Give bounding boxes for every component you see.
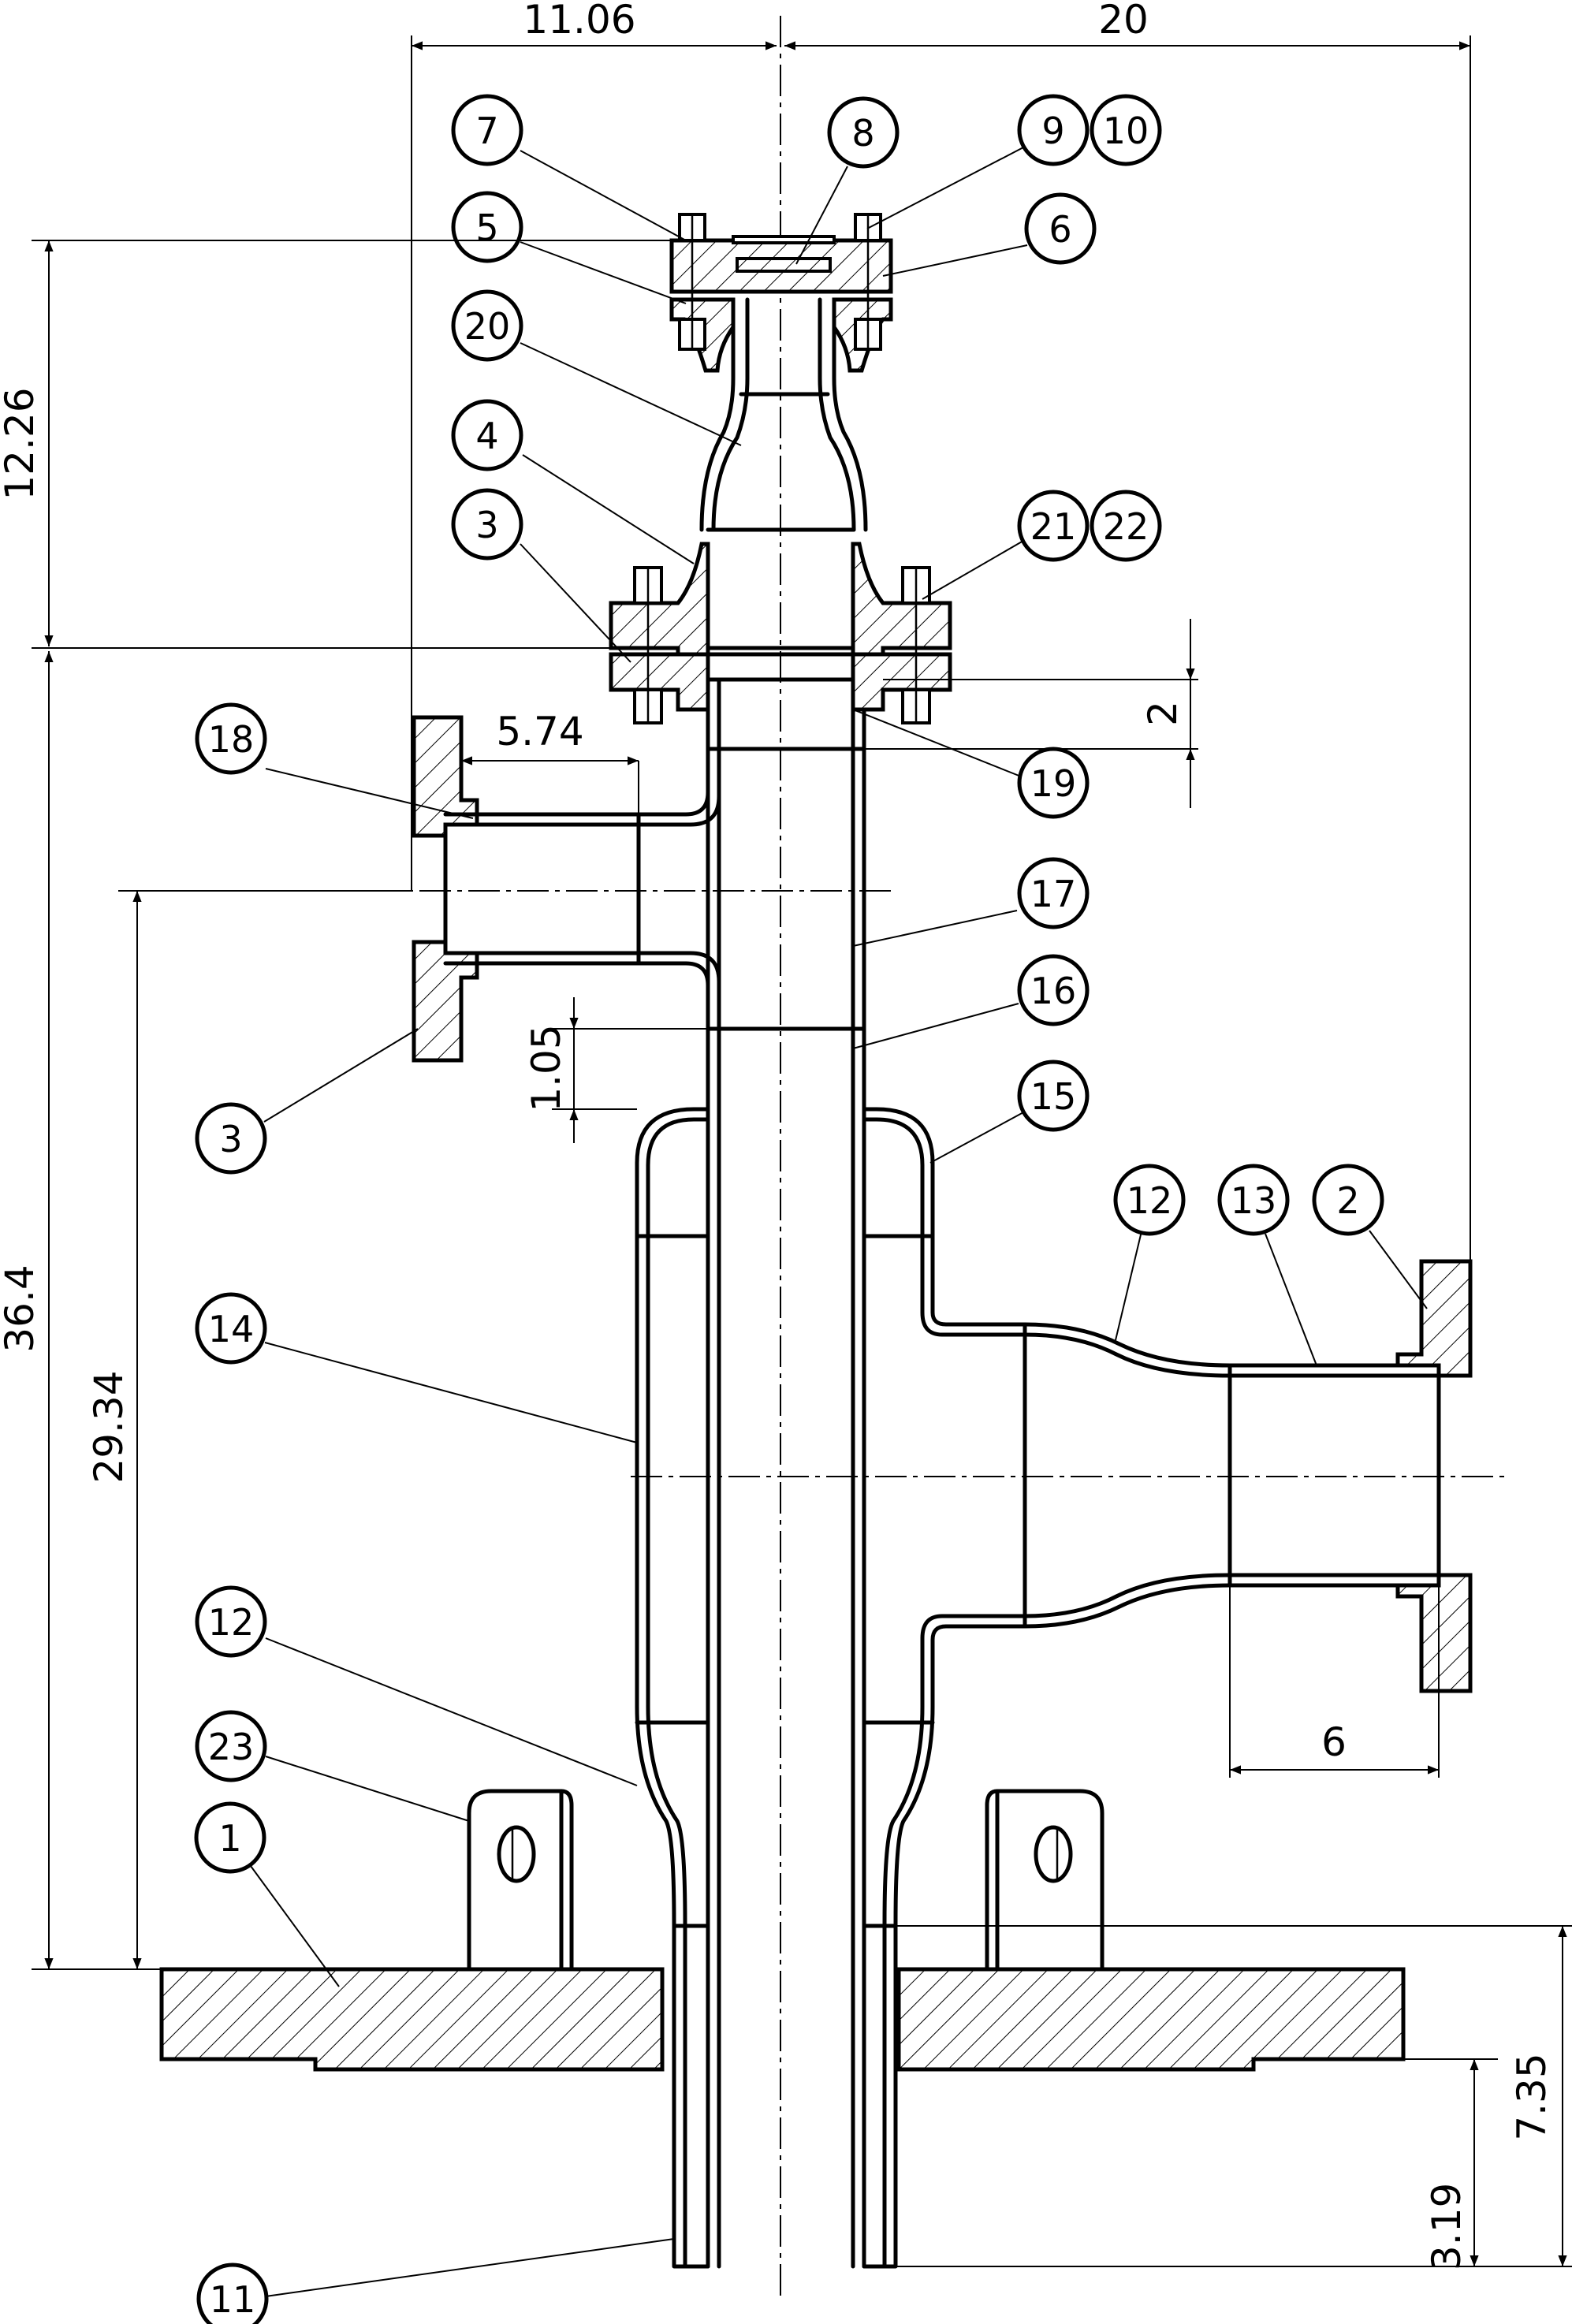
svg-text:2: 2 [1336, 1179, 1359, 1222]
svg-text:14: 14 [208, 1308, 255, 1350]
balloon: 6 [1024, 192, 1097, 265]
lifting-lug-right [985, 1789, 1104, 1972]
svg-text:19: 19 [1030, 762, 1077, 805]
base-plate [159, 1967, 1406, 2072]
balloon: 19 [1017, 747, 1090, 819]
balloon: 16 [1017, 954, 1090, 1026]
balloon: 14 [195, 1292, 267, 1365]
balloon: 12 [195, 1585, 267, 1658]
svg-text:11: 11 [210, 2278, 256, 2321]
dim-upper-height: 12.26 [0, 387, 43, 500]
balloon: 2 [1312, 1164, 1384, 1236]
svg-text:5: 5 [475, 207, 498, 249]
balloon: 15 [1017, 1060, 1090, 1132]
svg-text:8: 8 [851, 112, 874, 155]
balloon: 12 [1113, 1164, 1186, 1236]
balloon: 18 [195, 702, 267, 775]
balloon: 1 [194, 1801, 266, 1874]
svg-text:23: 23 [208, 1726, 255, 1768]
balloon: 20 [451, 289, 523, 362]
balloon: 21 [1017, 490, 1090, 562]
svg-text:20: 20 [464, 305, 511, 348]
balloon: 5 [451, 191, 523, 263]
dimension-texts: 11.06 20 12.26 36.4 29.34 5.74 1.05 2 6 … [0, 0, 1555, 2270]
svg-text:15: 15 [1030, 1075, 1077, 1118]
svg-text:17: 17 [1030, 873, 1077, 915]
dim-right-nozzle-length: 6 [1321, 1719, 1347, 1765]
balloon: 13 [1217, 1164, 1290, 1236]
svg-text:7: 7 [475, 110, 498, 152]
svg-text:6: 6 [1049, 208, 1071, 251]
balloon: 22 [1090, 490, 1162, 562]
balloon: 23 [195, 1710, 267, 1782]
dim-total-height: 36.4 [0, 1264, 43, 1352]
svg-text:22: 22 [1103, 505, 1149, 548]
svg-text:1: 1 [218, 1817, 241, 1860]
balloon: 8 [827, 96, 900, 169]
dim-bottom-height: 7.35 [1509, 2053, 1555, 2140]
dim-nozzle-center-height: 29.34 [86, 1370, 132, 1483]
svg-text:18: 18 [208, 718, 255, 761]
balloon: 10 [1090, 94, 1162, 166]
balloon: 7 [451, 94, 523, 166]
balloon: 4 [451, 399, 523, 471]
svg-text:16: 16 [1030, 970, 1077, 1012]
svg-text:10: 10 [1103, 110, 1149, 152]
dim-bottom-projection: 3.19 [1424, 2183, 1470, 2270]
spool-piece [699, 297, 868, 532]
inner-pipe [706, 677, 866, 2269]
balloon: 3 [451, 488, 523, 561]
dim-gap-2: 2 [1140, 701, 1186, 726]
svg-text:4: 4 [475, 415, 498, 457]
balloon: 11 [196, 2263, 269, 2324]
svg-text:3: 3 [475, 504, 498, 546]
balloons: 1 2 3 3 4 5 6 7 8 9 10 11 12 12 13 14 15… [194, 94, 1384, 2324]
dim-side-nozzle-length: 5.74 [496, 709, 583, 754]
leader-lines [250, 147, 1428, 2297]
svg-text:9: 9 [1041, 110, 1064, 152]
dim-top-left-width: 11.06 [523, 0, 635, 43]
svg-text:13: 13 [1231, 1179, 1277, 1222]
svg-text:3: 3 [219, 1118, 242, 1160]
centerlines [126, 16, 1506, 2302]
outer-jacket [635, 1107, 1027, 2269]
svg-text:12: 12 [1127, 1179, 1173, 1222]
right-nozzle [1023, 1259, 1473, 1693]
dim-top-right-width: 20 [1098, 0, 1149, 43]
dim-small-step: 1.05 [523, 1024, 569, 1112]
balloon: 17 [1017, 857, 1090, 929]
svg-text:21: 21 [1030, 505, 1077, 548]
balloon: 9 [1017, 94, 1090, 166]
left-nozzle [412, 715, 721, 1063]
lifting-lug-left [467, 1789, 574, 1972]
dimension-lines [32, 35, 1572, 2267]
svg-text:12: 12 [208, 1601, 255, 1644]
balloon: 3 [195, 1102, 267, 1175]
